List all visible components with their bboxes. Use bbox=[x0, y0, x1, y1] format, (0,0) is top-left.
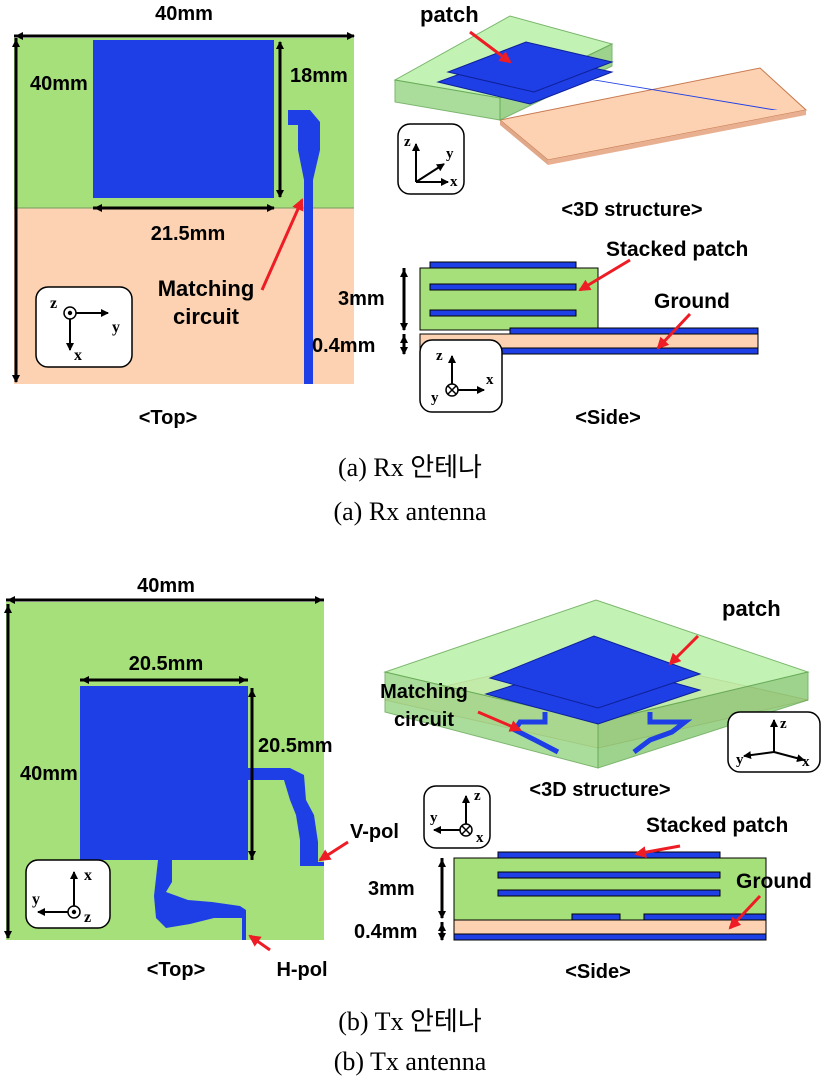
tx-side-feed-right bbox=[643, 913, 767, 921]
tx-patch-height-label: 20.5mm bbox=[258, 735, 333, 757]
rx-side-axis-y: y bbox=[431, 390, 439, 406]
rx-3d-view: patch z y x <3D structure> bbox=[393, 2, 808, 221]
tx-top-view: 40mm 40mm 20.5mm 20.5mm V-pol H-pol x y … bbox=[4, 575, 399, 981]
rx-caption-ko: (a) Rx 안테나 bbox=[338, 453, 482, 482]
tx-hpol-label: H-pol bbox=[276, 959, 327, 981]
rx-top-view-label: <Top> bbox=[139, 407, 198, 429]
tx-caption-ko: (b) Tx 안테나 bbox=[338, 1007, 482, 1036]
tx-side-stacked-label: Stacked patch bbox=[646, 814, 788, 837]
rx-side-thickness-label: 3mm bbox=[338, 288, 385, 310]
tx-3d-feed-right bbox=[632, 712, 693, 754]
rx-3d-axis-box: z y x bbox=[397, 123, 465, 195]
tx-vpol-label: V-pol bbox=[350, 821, 399, 843]
rx-side-axis-x: x bbox=[486, 372, 494, 388]
tx-side-thickness-label: 3mm bbox=[368, 878, 415, 900]
tx-3d-matching-label-1: Matching bbox=[380, 681, 468, 703]
rx-top-axis-x: x bbox=[74, 347, 82, 364]
rx-3d-view-label: <3D structure> bbox=[561, 199, 702, 221]
rx-patch-width-label: 21.5mm bbox=[151, 223, 226, 245]
rx-side-superstrate bbox=[419, 267, 599, 331]
tx-top-axis-z: z bbox=[84, 909, 91, 926]
tx-side-superstrate bbox=[453, 857, 767, 921]
tx-caption-en: (b) Tx antenna bbox=[334, 1047, 487, 1076]
tx-side-ground bbox=[453, 933, 767, 941]
rx-side-patch-mid bbox=[429, 283, 577, 291]
tx-top-axis-y: y bbox=[32, 891, 40, 908]
rx-side-axis-z: z bbox=[436, 348, 443, 364]
rx-side-ground-label: Ground bbox=[654, 290, 730, 313]
rx-side-axis-box: z y x bbox=[419, 339, 503, 413]
rx-3d-axis-x: x bbox=[450, 174, 458, 190]
rx-patch-height-label: 18mm bbox=[290, 65, 348, 87]
rx-side-stacked-label: Stacked patch bbox=[606, 238, 748, 261]
tx-side-view-label: <Side> bbox=[565, 961, 631, 983]
tx-3d-patch-label: patch bbox=[722, 596, 781, 621]
tx-3d-matching-label-2: circuit bbox=[394, 709, 454, 731]
rx-matching-label-2: circuit bbox=[173, 304, 240, 329]
tx-3d-view-label: <3D structure> bbox=[529, 779, 670, 801]
tx-3d-axis-z: z bbox=[780, 716, 787, 732]
tx-3d-axis-y: y bbox=[736, 752, 744, 768]
rx-top-axis-y: y bbox=[112, 319, 120, 336]
tx-side-patch-low bbox=[497, 889, 721, 897]
tx-side-ground-label: Ground bbox=[736, 870, 812, 893]
tx-top-height-label: 40mm bbox=[20, 763, 78, 785]
tx-top-axis-box: x y z bbox=[25, 859, 111, 929]
tx-3d-axis-box: z y x bbox=[727, 711, 821, 773]
tx-top-axis-x: x bbox=[84, 867, 92, 884]
rx-3d-feed-line bbox=[592, 80, 778, 110]
rx-caption-en: (a) Rx antenna bbox=[333, 497, 487, 526]
tx-side-axis-box: z y x bbox=[423, 785, 491, 849]
tx-side-view: Stacked patch Ground 3mm 0.4mm z y x <Si… bbox=[354, 785, 812, 983]
rx-side-feed bbox=[509, 327, 759, 335]
rx-3d-axis-y: y bbox=[446, 146, 454, 162]
rx-side-patch-top bbox=[429, 261, 577, 269]
tx-side-patch-top bbox=[497, 851, 721, 859]
rx-top-axis-box: z y x bbox=[35, 286, 133, 368]
tx-3d-view: patch Matching circuit z y x <3D structu… bbox=[380, 596, 821, 801]
tx-top-view-label: <Top> bbox=[147, 959, 206, 981]
tx-patch bbox=[80, 686, 248, 860]
tx-vpol-feed bbox=[248, 768, 324, 866]
tx-hpol-feed bbox=[154, 860, 246, 940]
rx-top-view: 40mm 40mm 18mm 21.5mm Matching circuit z… bbox=[12, 3, 355, 429]
tx-side-axis-y: y bbox=[430, 810, 438, 826]
rx-top-width-label: 40mm bbox=[155, 3, 213, 25]
rx-matching-circuit bbox=[288, 110, 320, 384]
rx-side-substrate-label: 0.4mm bbox=[312, 335, 375, 357]
rx-side-view: Stacked patch Ground 3mm 0.4mm z y x <Si… bbox=[312, 238, 759, 429]
tx-3d-axis-x: x bbox=[802, 754, 810, 770]
tx-top-width-label: 40mm bbox=[137, 575, 195, 597]
tx-side-patch-mid bbox=[497, 871, 721, 879]
rx-top-axis-z: z bbox=[50, 295, 57, 312]
tx-side-axis-z: z bbox=[474, 788, 481, 804]
tx-side-substrate-label: 0.4mm bbox=[354, 921, 417, 943]
rx-top-height-label: 40mm bbox=[30, 73, 88, 95]
rx-3d-axis-z: z bbox=[404, 134, 411, 150]
rx-side-patch-low bbox=[429, 309, 577, 317]
tx-3d-patch-upper bbox=[488, 635, 702, 709]
rx-3d-patch-label: patch bbox=[420, 2, 479, 27]
rx-patch bbox=[93, 40, 274, 198]
tx-side-feed-left bbox=[571, 913, 621, 921]
rx-side-view-label: <Side> bbox=[575, 407, 641, 429]
tx-side-axis-x: x bbox=[476, 830, 484, 846]
tx-patch-width-label: 20.5mm bbox=[129, 653, 204, 675]
tx-side-substrate bbox=[453, 919, 767, 935]
rx-matching-label-1: Matching bbox=[158, 276, 255, 301]
